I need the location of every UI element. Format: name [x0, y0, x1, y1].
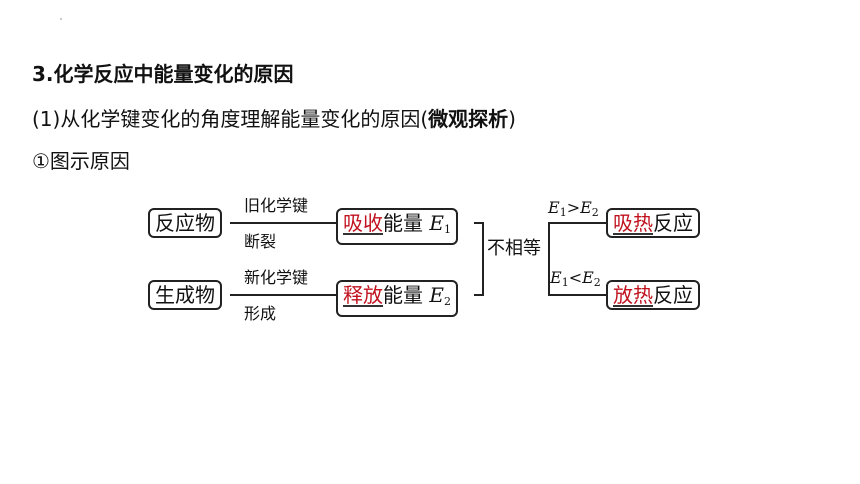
line-e2-out: [474, 294, 484, 296]
product-label: 生成物: [155, 283, 215, 307]
endo-rest: 反应: [653, 211, 693, 235]
exo-red: 放热: [613, 283, 653, 307]
cond-l-e2-sub: 2: [593, 276, 601, 289]
item-label: ①图示原因: [32, 149, 130, 173]
subheading-suffix: ): [508, 107, 516, 131]
old-bond-bottom: 断裂: [244, 232, 277, 251]
line-reactant: [230, 222, 338, 224]
line-to-exo: [548, 294, 608, 296]
release-e-sub: 2: [443, 295, 451, 308]
subheading: (1)从化学键变化的角度理解能量变化的原因(微观探析): [32, 103, 516, 132]
subheading-bold: 微观探析: [428, 107, 509, 131]
cond-l-sign: <: [568, 268, 583, 287]
absorb-e-sub: 1: [443, 223, 451, 236]
endothermic-box: 吸热反应: [606, 208, 700, 238]
endo-red: 吸热: [613, 211, 653, 235]
condition-less: E1<E2: [550, 268, 601, 289]
cond-l-e2: E: [582, 268, 594, 287]
absorb-energy-box: 吸收能量 E1: [336, 208, 458, 245]
absorb-rest: 能量: [383, 211, 423, 235]
line-join-left: [482, 222, 484, 296]
cond-g-e2: E: [580, 198, 592, 217]
product-box: 生成物: [148, 280, 222, 310]
release-e: E: [429, 283, 444, 307]
line-product: [230, 294, 338, 296]
cond-l-e1: E: [550, 268, 562, 287]
line-to-endo: [548, 222, 608, 224]
line-join-right: [548, 222, 550, 296]
absorb-e: E: [429, 211, 444, 235]
decorative-dot: [60, 18, 62, 20]
release-rest: 能量: [383, 283, 423, 307]
new-bond-top: 新化学键: [244, 268, 309, 287]
exo-rest: 反应: [653, 283, 693, 307]
section-heading: 3.化学反应中能量变化的原因: [32, 62, 294, 86]
unequal-label: 不相等: [486, 234, 542, 260]
cond-g-e1: E: [548, 198, 560, 217]
cond-g-sign: >: [566, 198, 581, 217]
cond-g-e1-sub: 1: [559, 206, 567, 219]
release-red: 释放: [343, 283, 383, 307]
condition-greater: E1>E2: [548, 198, 599, 219]
exothermic-box: 放热反应: [606, 280, 700, 310]
cond-g-e2-sub: 2: [591, 206, 599, 219]
cond-l-e1-sub: 1: [561, 276, 569, 289]
old-bond-top: 旧化学键: [244, 196, 309, 215]
new-bond-bottom: 形成: [244, 304, 277, 323]
release-energy-box: 释放能量 E2: [336, 280, 458, 317]
line-e1-out: [474, 222, 484, 224]
absorb-red: 吸收: [343, 211, 383, 235]
subheading-prefix: (1)从化学键变化的角度理解能量变化的原因(: [32, 107, 429, 131]
reactant-label: 反应物: [155, 211, 215, 235]
reactant-box: 反应物: [148, 208, 222, 238]
